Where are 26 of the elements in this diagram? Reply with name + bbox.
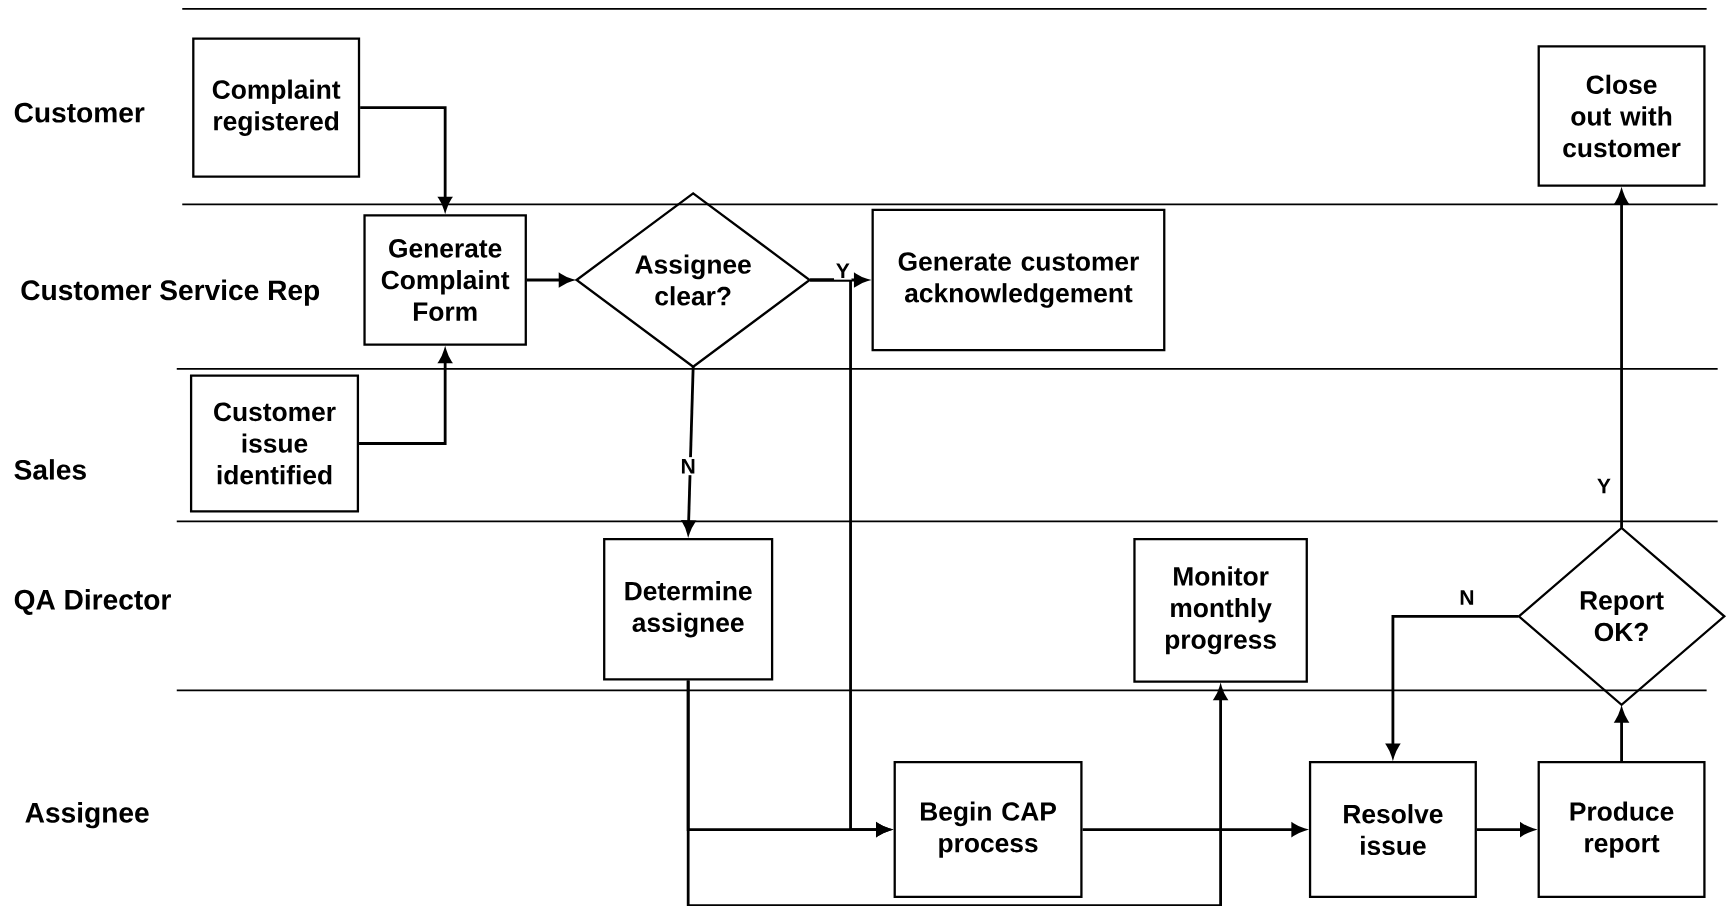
- arrow: [682, 367, 696, 535]
- process-box: Monitor monthly progress: [1133, 537, 1308, 683]
- process-box: Begin CAP process: [893, 761, 1083, 899]
- arrow: [360, 106, 452, 211]
- arrow: [686, 680, 1228, 906]
- process-box: Complaint registered: [192, 37, 361, 178]
- process-box: Determine assignee: [603, 537, 774, 681]
- edge-label: N: [1457, 588, 1477, 607]
- lane-label: Customer: [14, 102, 145, 123]
- arrow: [526, 273, 573, 287]
- process-box: Resolve issue: [1308, 761, 1477, 899]
- process-box: Produce report: [1537, 761, 1706, 899]
- arrow: [359, 349, 452, 445]
- process-box: Generate Complaint Form: [363, 214, 527, 346]
- edge-label: Y: [834, 261, 852, 280]
- arrow: [1476, 822, 1535, 837]
- process-box: Customer issue identified: [189, 374, 360, 513]
- arrow: [1386, 614, 1519, 758]
- process-box: Close out with customer: [1537, 45, 1706, 187]
- edge-label: Y: [1595, 477, 1613, 495]
- edge-label: N: [678, 457, 698, 476]
- lane-label: Customer Service Rep: [21, 279, 320, 306]
- lane-label: QA Director: [14, 589, 171, 615]
- process-box: Generate customer acknowledgement: [871, 208, 1166, 352]
- lane-label: Assignee: [25, 802, 149, 829]
- lane-label: Sales: [14, 459, 86, 480]
